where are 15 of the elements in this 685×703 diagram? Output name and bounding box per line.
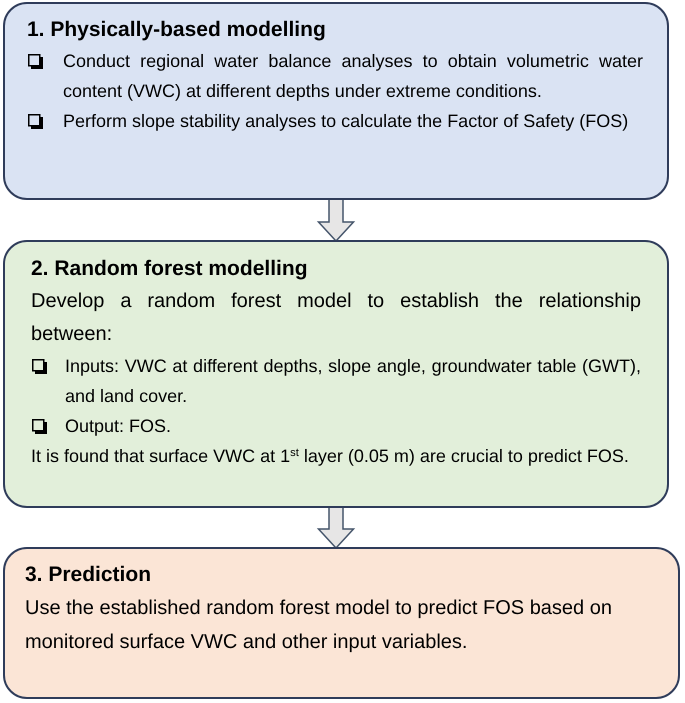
bullet-text: Perform slope stability analyses to calculate the Factor of Safety (FOS) xyxy=(63,110,630,133)
bullet-text: Output: FOS. xyxy=(65,415,172,438)
block-arrow xyxy=(316,198,356,242)
body-text: Develop a random forest model to establish the relationship between: xyxy=(31,289,641,347)
box-heading: 1. Physically-based modelling xyxy=(27,17,327,43)
bullet-text: Inputs: VWC at different depths, slope angle, groundwater table (GWT), and land cover. xyxy=(65,355,641,408)
bullet-text: Conduct regional water balance analyses to obtain volumetric water content (VWC) at different depths under extreme conditions. xyxy=(63,50,643,103)
box-heading: 3. Prediction xyxy=(25,562,152,588)
block-arrow xyxy=(316,506,356,550)
process-box xyxy=(3,240,669,508)
body-text: Use the established random forest model to predict FOS based on monitored surface VWC and other input variables. xyxy=(25,596,613,655)
process-box xyxy=(3,547,680,699)
body-text: It is found that surface VWC at 1$^{st}$ layer (0.05 m) are crucial to predict FOS. xyxy=(31,445,630,468)
process-box xyxy=(3,2,669,200)
box-heading: 2. Random forest modelling xyxy=(31,256,309,282)
